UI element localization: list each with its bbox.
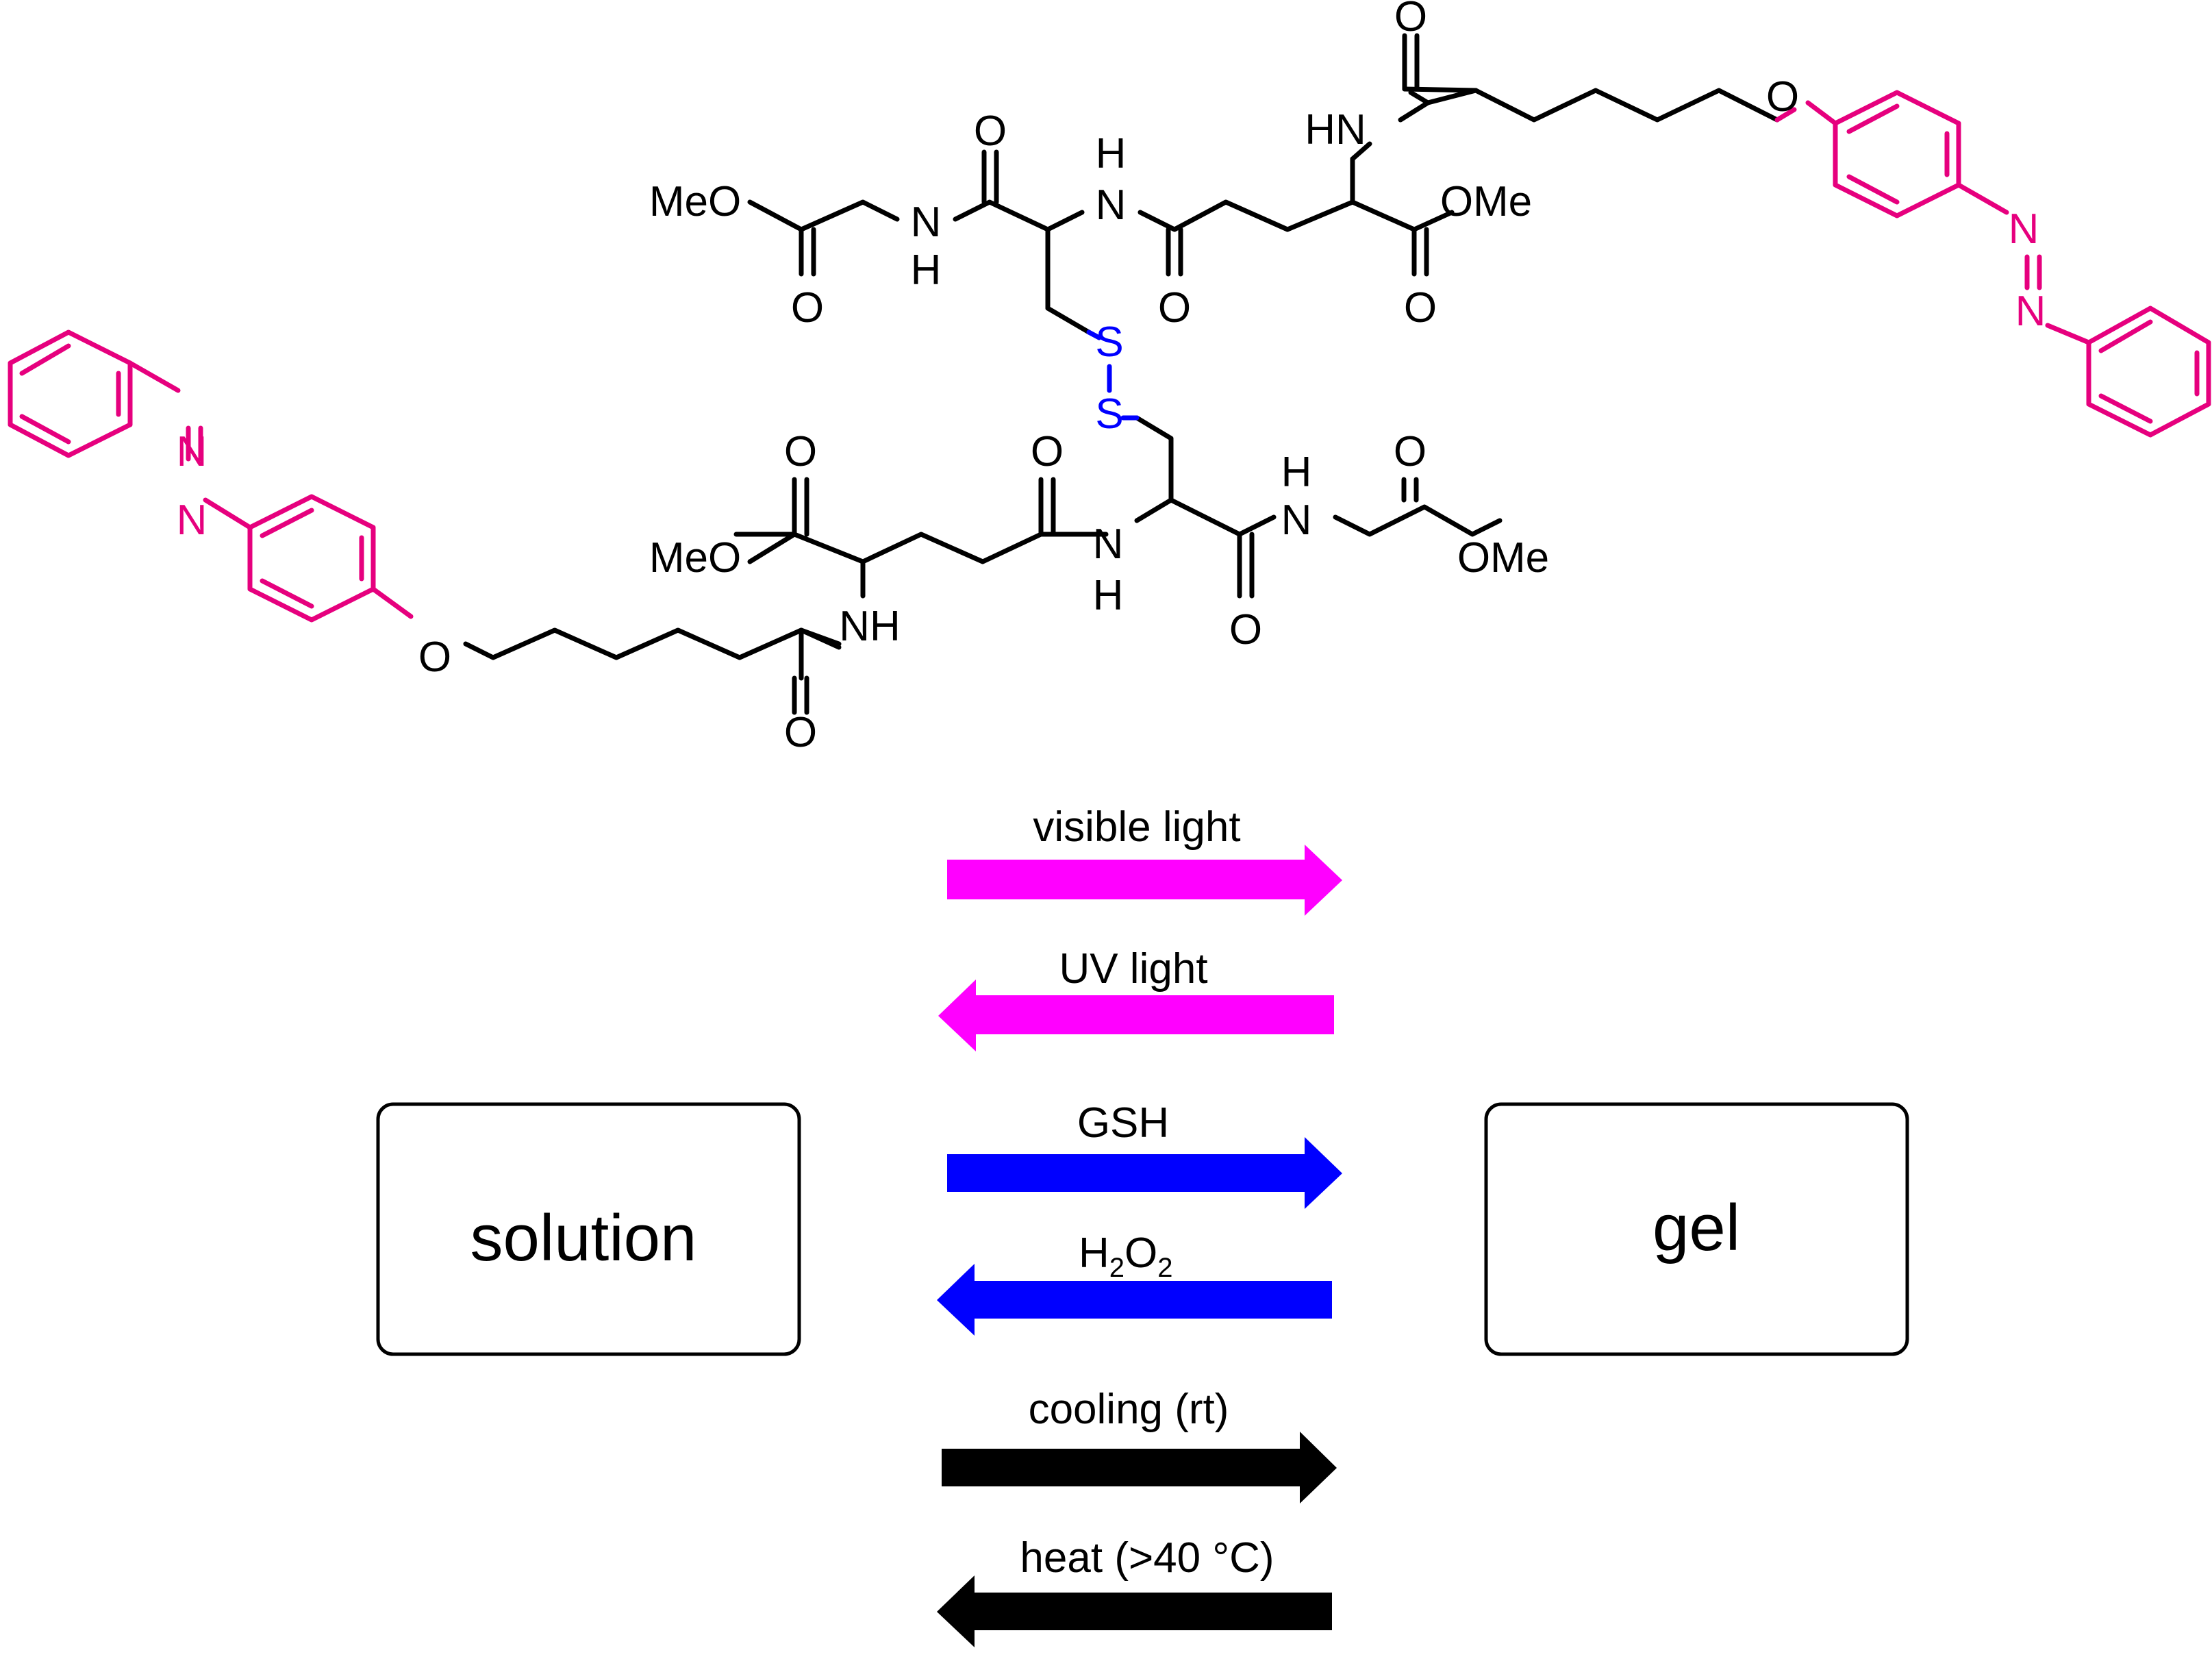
stimulus-label-h2o2: H2O2 xyxy=(1079,1230,1173,1283)
azobenzene-top xyxy=(1774,90,2211,438)
h2o2-h: H xyxy=(1079,1230,1109,1277)
stimulus-visible-light: visible light xyxy=(947,803,1342,916)
stimulus-uv-light: UV light xyxy=(938,945,1334,1051)
atom-top-n-cys: N xyxy=(1096,182,1127,229)
atom-bot-o-ether: O xyxy=(418,634,451,681)
atom-labels: MeO O N H O H N O OMe O HN O O N N S S O… xyxy=(177,0,2046,756)
atom-top-ome: OMe xyxy=(1440,178,1532,225)
atom-top-o-ester1: O xyxy=(791,284,824,332)
atom-bot-o-amide2: O xyxy=(1031,428,1064,475)
gel-label: gel xyxy=(1652,1191,1740,1264)
atom-top-azo-n1: N xyxy=(2009,205,2039,253)
stimulus-label-visible-light: visible light xyxy=(1033,803,1240,851)
atom-bot-nh: NH xyxy=(839,603,901,650)
atom-top-n-gly: N xyxy=(911,199,942,246)
backbone-bonds xyxy=(463,33,1780,715)
atom-s1: S xyxy=(1095,319,1123,366)
stimulus-label-cooling: cooling (rt) xyxy=(1029,1386,1229,1433)
atom-top-meo: MeO xyxy=(649,178,741,225)
stimulus-cooling: cooling (rt) xyxy=(942,1386,1337,1504)
atom-s2: S xyxy=(1095,390,1123,438)
atom-bot-o-ester2: O xyxy=(1394,428,1427,475)
stimulus-label-uv-light: UV light xyxy=(1059,945,1207,993)
arrow-h2o2 xyxy=(937,1264,1332,1336)
atom-top-o-amide3: O xyxy=(1394,0,1427,40)
atom-bot-o-amide3: O xyxy=(1229,606,1262,653)
disulfide-bonds xyxy=(1086,329,1140,421)
atom-top-o-amide2: O xyxy=(1158,284,1191,332)
atom-top-h-gly: H xyxy=(911,247,942,294)
atom-top-o-ether: O xyxy=(1766,73,1799,121)
atom-bot-o-ester1: O xyxy=(784,428,817,475)
atom-bot-h-gly: H xyxy=(1281,449,1312,496)
atom-bot-ome: OMe xyxy=(1457,534,1549,582)
atom-top-o-amide1: O xyxy=(974,108,1007,155)
atom-bot-azo-n1: N xyxy=(177,428,208,475)
stimulus-heat: heat (>40 °C) xyxy=(937,1534,1332,1647)
h2o2-o: O xyxy=(1124,1230,1157,1277)
stimulus-label-gsh: GSH xyxy=(1077,1099,1169,1147)
atom-bot-n-cys: N xyxy=(1093,521,1124,568)
arrow-cooling xyxy=(942,1432,1337,1504)
solution-state-box: solution xyxy=(376,1102,801,1356)
atom-bot-azo-n2: N xyxy=(177,497,208,544)
atom-top-h-cys: H xyxy=(1096,130,1127,177)
atom-top-o-ester2: O xyxy=(1404,284,1437,332)
h2o2-sub2: 2 xyxy=(1157,1253,1172,1283)
arrow-uv-light xyxy=(938,980,1334,1051)
atom-bot-h-cys: H xyxy=(1093,572,1124,619)
gel-state-box: gel xyxy=(1484,1102,1909,1356)
molecule-structure: MeO O N H O H N O OMe O HN O O N N S S O… xyxy=(8,0,2211,756)
stimulus-h2o2: H2O2 xyxy=(937,1230,1332,1336)
solution-label: solution xyxy=(470,1201,697,1275)
arrow-visible-light xyxy=(947,845,1342,916)
atom-top-azo-n2: N xyxy=(2015,288,2046,335)
atom-bot-o-amide1: O xyxy=(784,709,817,756)
atom-top-hn: HN xyxy=(1305,106,1366,153)
azobenzene-bottom xyxy=(8,329,414,623)
stimulus-label-heat: heat (>40 °C) xyxy=(1020,1534,1274,1582)
arrow-heat xyxy=(937,1575,1332,1647)
atom-bot-meo: MeO xyxy=(649,534,741,582)
arrow-gsh xyxy=(947,1137,1342,1209)
h2o2-sub1: 2 xyxy=(1109,1253,1124,1283)
stimulus-gsh: GSH xyxy=(947,1099,1342,1209)
atom-bot-n-gly: N xyxy=(1281,497,1312,544)
